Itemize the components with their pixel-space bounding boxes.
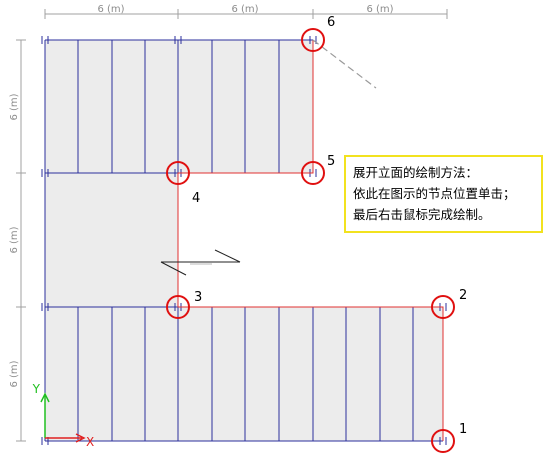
- note-line-2: 依此在图示的节点位置单击；: [353, 186, 516, 201]
- y-axis-label: Y: [32, 382, 41, 396]
- node-1-marker[interactable]: [431, 429, 455, 453]
- node-5-marker[interactable]: [301, 161, 325, 185]
- rubber-band-line: [312, 39, 377, 89]
- node-4-label: 4: [192, 191, 200, 206]
- dim-left-1: 6 (m): [9, 93, 20, 120]
- note-line-1: 展开立面的绘制方法：: [353, 165, 479, 180]
- node-3-marker[interactable]: [166, 295, 190, 319]
- coordinate-axes: [40, 392, 86, 443]
- elevation-path: [177, 40, 444, 441]
- structural-grid: [41, 36, 447, 445]
- dim-top-3: 6 (m): [366, 4, 393, 15]
- section-marker-icon: [160, 249, 241, 276]
- top-dimensions: [44, 9, 448, 19]
- node-markers: [166, 28, 455, 453]
- note-line-3: 最后右击鼠标完成绘制。: [353, 207, 491, 222]
- dim-left-3: 6 (m): [9, 360, 20, 387]
- node-2-label: 2: [459, 288, 467, 303]
- node-6-label: 6: [327, 15, 335, 30]
- instruction-note: 展开立面的绘制方法： 依此在图示的节点位置单击； 最后右击鼠标完成绘制。: [344, 155, 543, 233]
- node-1-label: 1: [459, 422, 467, 437]
- dim-left-2: 6 (m): [9, 226, 20, 253]
- dim-top-1: 6 (m): [97, 4, 124, 15]
- node-3-label: 3: [194, 290, 202, 305]
- node-6-marker[interactable]: [301, 28, 325, 52]
- node-2-marker[interactable]: [431, 295, 455, 319]
- floor-slab: [45, 40, 443, 441]
- node-5-label: 5: [327, 154, 335, 169]
- x-axis-label: X: [86, 435, 94, 449]
- node-4-marker[interactable]: [166, 161, 190, 185]
- left-dimensions: [16, 39, 26, 442]
- dim-top-2: 6 (m): [231, 4, 258, 15]
